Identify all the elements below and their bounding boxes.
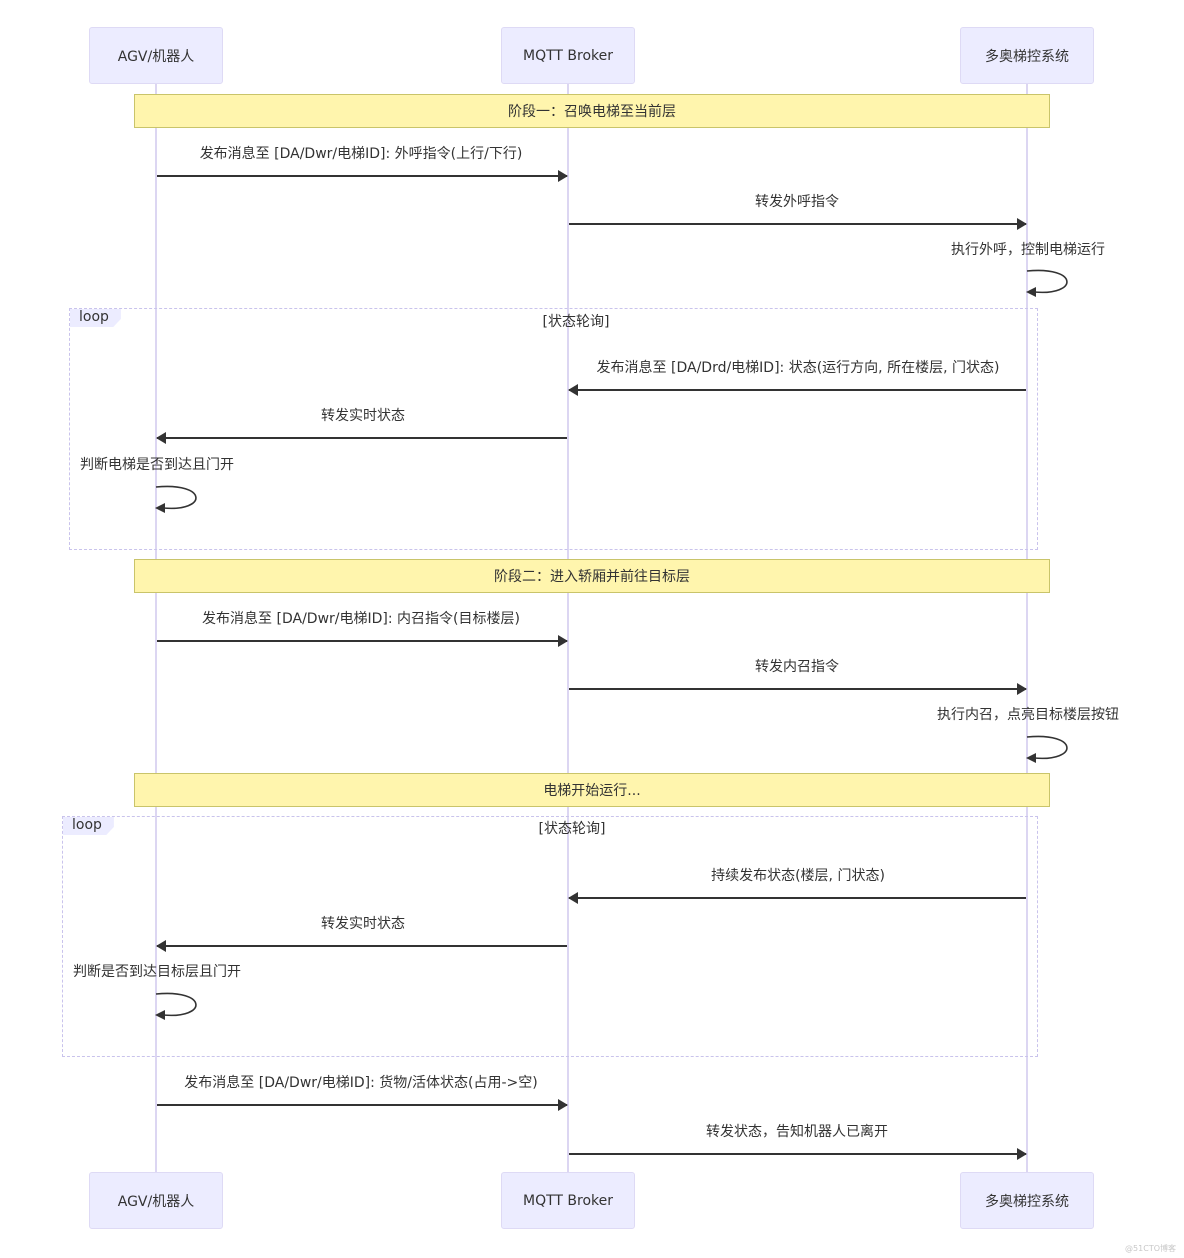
note-phase-one: 阶段一：召唤电梯至当前层	[134, 94, 1050, 128]
message-label: 执行内召，点亮目标楼层按钮	[937, 707, 1119, 723]
message-label: 发布消息至 [DA/Drd/电梯ID]: 状态(运行方向, 所在楼层, 门状态)	[596, 360, 1000, 376]
actor-label: AGV/机器人	[117, 1193, 195, 1210]
lifeline-elevator	[1026, 84, 1028, 1172]
message-label: 转发状态，告知机器人已离开	[706, 1124, 888, 1140]
message-label: 发布消息至 [DA/Dwr/电梯ID]: 货物/活体状态(占用->空)	[184, 1075, 538, 1091]
actor-label: 多奥梯控系统	[985, 1193, 1069, 1210]
self-loop-arrow-icon	[1026, 735, 1068, 763]
note-text: 阶段一：召唤电梯至当前层	[508, 104, 676, 120]
message-arrow	[569, 218, 1027, 230]
note-phase-two: 阶段二：进入轿厢并前往目标层	[134, 559, 1050, 593]
message-arrow	[568, 892, 1026, 904]
message-arrow	[157, 170, 568, 182]
loop-block-status-polling: loop	[62, 816, 1038, 1057]
actor-agv-top[interactable]: AGV/机器人	[89, 27, 223, 84]
message-arrow	[156, 432, 567, 444]
loop-block-status-polling: loop	[69, 308, 1038, 550]
message-label: 转发实时状态	[321, 408, 405, 424]
message-arrow	[157, 1099, 568, 1111]
actor-elevator-bottom[interactable]: 多奥梯控系统	[960, 1172, 1094, 1229]
message-label: 转发外呼指令	[755, 194, 839, 210]
actor-elevator-top[interactable]: 多奥梯控系统	[960, 27, 1094, 84]
actor-label: MQTT Broker	[522, 1192, 613, 1209]
actor-agv-bottom[interactable]: AGV/机器人	[89, 1172, 223, 1229]
loop-tag: loop	[63, 817, 114, 835]
message-label: 判断电梯是否到达且门开	[80, 457, 234, 473]
watermark: @51CTO博客	[1125, 1244, 1176, 1253]
message-arrow	[569, 1148, 1027, 1160]
actor-label: 多奥梯控系统	[985, 48, 1069, 65]
message-arrow	[156, 940, 567, 952]
message-arrow	[569, 683, 1027, 695]
message-label: 转发实时状态	[321, 916, 405, 932]
loop-condition: [状态轮询]	[538, 821, 606, 837]
message-label: 判断是否到达目标层且门开	[73, 964, 241, 980]
message-label: 发布消息至 [DA/Dwr/电梯ID]: 外呼指令(上行/下行)	[199, 146, 523, 162]
message-arrow	[568, 384, 1026, 396]
message-label: 转发内召指令	[755, 659, 839, 675]
self-loop-arrow-icon	[1026, 269, 1068, 297]
loop-tag: loop	[70, 309, 121, 327]
actor-label: MQTT Broker	[522, 47, 613, 64]
message-arrow	[157, 635, 568, 647]
message-label: 执行外呼，控制电梯运行	[951, 242, 1105, 258]
actor-broker-top[interactable]: MQTT Broker	[501, 27, 635, 84]
lifeline-agv	[155, 84, 157, 1172]
message-label: 发布消息至 [DA/Dwr/电梯ID]: 内召指令(目标楼层)	[202, 611, 520, 627]
note-text: 电梯开始运行...	[543, 783, 641, 799]
note-text: 阶段二：进入轿厢并前往目标层	[494, 569, 690, 585]
note-elevator-running: 电梯开始运行...	[134, 773, 1050, 807]
actor-broker-bottom[interactable]: MQTT Broker	[501, 1172, 635, 1229]
self-loop-arrow-icon	[155, 485, 197, 513]
self-loop-arrow-icon	[155, 992, 197, 1020]
message-label: 持续发布状态(楼层, 门状态)	[711, 868, 885, 884]
lifeline-broker	[567, 84, 569, 1172]
actor-label: AGV/机器人	[117, 48, 195, 65]
loop-condition: [状态轮询]	[542, 314, 610, 330]
